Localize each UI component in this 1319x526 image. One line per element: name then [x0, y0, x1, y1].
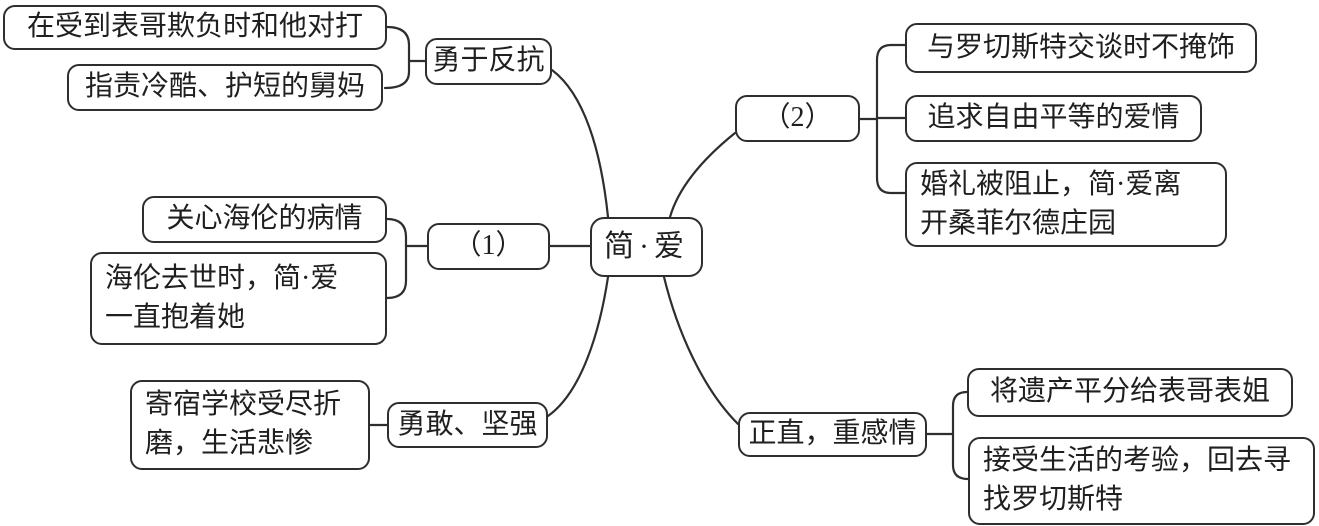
- node-accept-test: 接受生活的考验，回去寻 找罗切斯特: [968, 437, 1315, 525]
- node-boarding-school: 寄宿学校受尽折 磨，生活悲惨: [130, 380, 370, 470]
- node-text: 关心海伦的病情: [166, 203, 363, 235]
- node-text: 在受到表哥欺负时和他对打: [26, 11, 363, 43]
- node-text: 勇敢、坚强: [397, 408, 538, 440]
- connector-group-c-bracket: [385, 217, 408, 300]
- connector-group-g-bracket: [951, 390, 970, 481]
- node-branch-1: （1）: [427, 223, 550, 270]
- node-text: 简·爱: [604, 230, 689, 264]
- curve-bottom-left: [546, 275, 610, 418]
- node-text: 勇于反抗: [432, 45, 545, 77]
- node-text-line: 一直抱着她: [105, 301, 246, 333]
- node-text-line: 找罗切斯特: [983, 484, 1124, 515]
- node-brave-strong: 勇敢、坚强: [387, 402, 548, 448]
- curve-bottom-right: [662, 275, 740, 426]
- curve-top-left: [550, 68, 610, 219]
- node-text: 追求自由平等的爱情: [927, 102, 1180, 134]
- node-wedding-stopped: 婚礼被阻止，简·爱离 开桑菲尔德庄园: [905, 162, 1227, 247]
- node-text-line: 海伦去世时，简·爱: [105, 262, 339, 294]
- node-pursue-love: 追求自由平等的爱情: [905, 95, 1202, 142]
- node-care-helen: 关心海伦的病情: [142, 196, 387, 243]
- node-fight-cousin: 在受到表哥欺负时和他对打: [3, 5, 387, 50]
- connector-group-e-bracket: [875, 43, 907, 195]
- connector-group-a-bracket: [383, 25, 411, 90]
- node-text: （1）: [453, 230, 524, 262]
- node-text-line: 磨，生活悲惨: [145, 428, 314, 459]
- node-text-line: 接受生活的考验，回去寻: [983, 445, 1292, 477]
- node-talk-rochester: 与罗切斯特交谈时不掩饰: [905, 23, 1257, 73]
- curve-top-right: [668, 131, 737, 219]
- node-upright-affection: 正直，重感情: [738, 412, 927, 457]
- node-text-line: 婚礼被阻止，简·爱离: [920, 168, 1182, 200]
- node-text-line: 开桑菲尔德庄园: [920, 207, 1117, 239]
- node-text: 正直，重感情: [748, 418, 917, 450]
- node-brave-resist: 勇于反抗: [425, 38, 552, 85]
- node-hold-helen: 海伦去世时，简·爱 一直抱着她: [90, 252, 387, 345]
- node-text: 与罗切斯特交谈时不掩饰: [926, 31, 1235, 63]
- node-share-inheritance: 将遗产平分给表哥表姐: [967, 368, 1293, 417]
- node-text-line: 寄宿学校受尽折: [145, 389, 342, 421]
- node-text: 将遗产平分给表哥表姐: [989, 376, 1270, 408]
- node-center: 简·爱: [590, 217, 703, 277]
- node-accuse-aunt: 指责冷酷、护短的舅妈: [67, 64, 383, 111]
- node-branch-2: （2）: [735, 95, 860, 142]
- node-text: （2）: [762, 102, 833, 134]
- node-text: 指责冷酷、护短的舅妈: [84, 71, 365, 103]
